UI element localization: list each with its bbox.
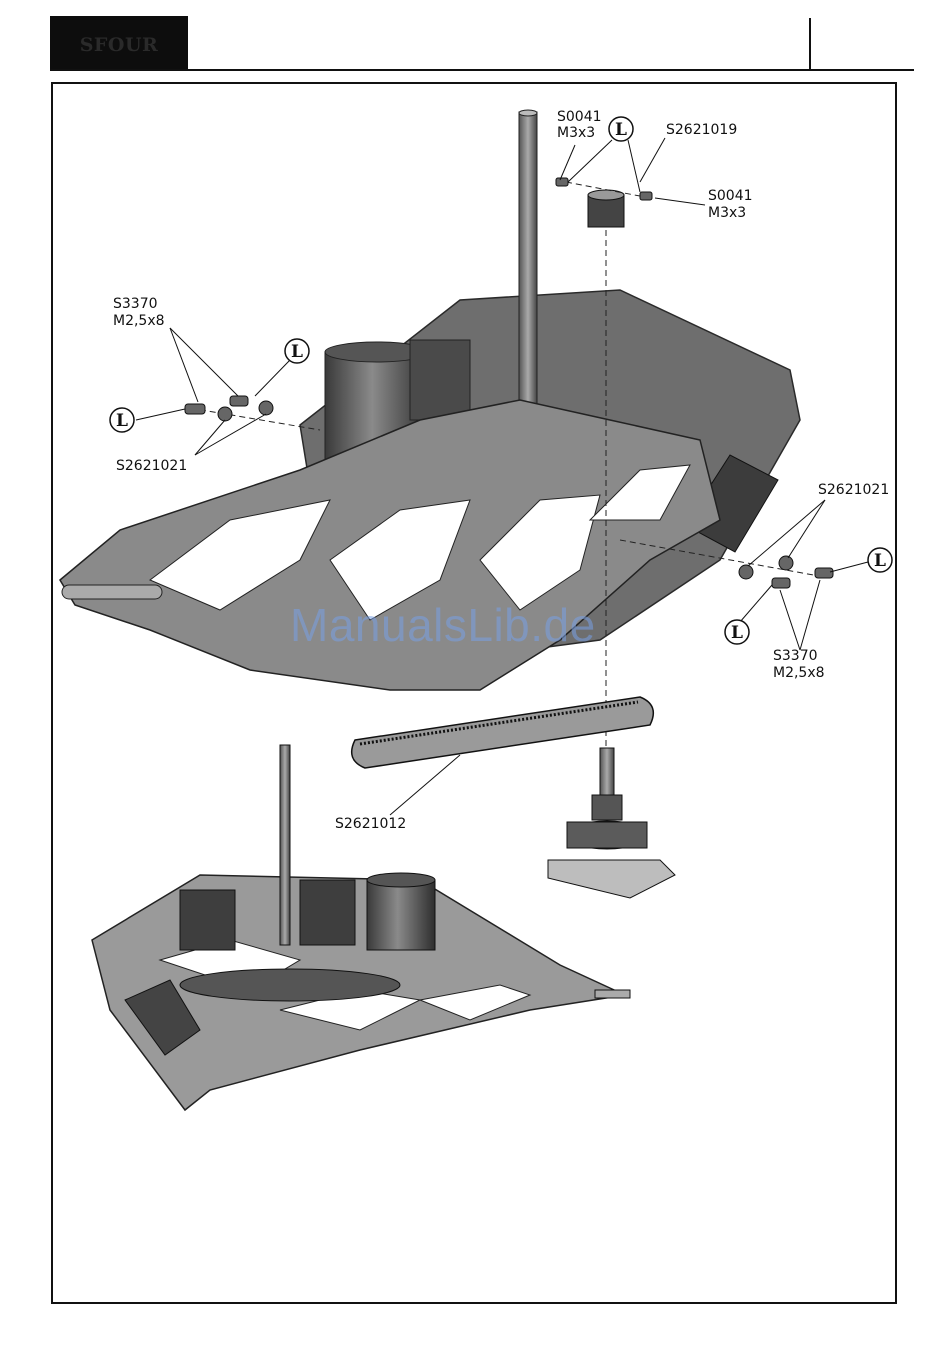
main-shaft bbox=[519, 110, 537, 432]
svg-text:S0041: S0041 bbox=[708, 188, 753, 204]
svg-text:L: L bbox=[731, 623, 743, 643]
callout-s2621012: S2621012 bbox=[335, 816, 406, 832]
callout-s2621019: S2621019 bbox=[666, 122, 737, 138]
svg-text:M3x3: M3x3 bbox=[708, 205, 746, 221]
assembled-frame-view bbox=[92, 745, 630, 1110]
svg-text:M2,5x8: M2,5x8 bbox=[773, 665, 825, 681]
svg-text:S3370: S3370 bbox=[773, 648, 818, 664]
callout-s2621021-right: S2621021 bbox=[818, 482, 889, 498]
svg-text:S3370: S3370 bbox=[113, 296, 158, 312]
svg-text:S0041: S0041 bbox=[557, 109, 602, 125]
svg-text:L: L bbox=[874, 551, 886, 571]
callout-s0041-top: S0041 M3x3 bbox=[557, 109, 602, 141]
svg-text:M2,5x8: M2,5x8 bbox=[113, 313, 165, 329]
callout-s3370-right: S3370 M2,5x8 bbox=[773, 648, 825, 681]
callout-s0041-right: S0041 M3x3 bbox=[708, 188, 753, 221]
loctite-symbol-left-upper: L bbox=[285, 339, 309, 363]
watermark: ManualsLib.de bbox=[290, 598, 670, 652]
callout-s2621021-left: S2621021 bbox=[116, 458, 187, 474]
loctite-symbol-top: L bbox=[609, 117, 633, 141]
svg-text:M3x3: M3x3 bbox=[557, 125, 595, 141]
loctite-symbol-right-upper: L bbox=[868, 548, 892, 572]
svg-text:L: L bbox=[116, 411, 128, 431]
top-pulley bbox=[588, 190, 624, 227]
loctite-symbol-left-lower: L bbox=[110, 408, 134, 432]
lower-pulley-assembly bbox=[548, 748, 675, 898]
svg-text:L: L bbox=[291, 342, 303, 362]
loctite-symbol-right-lower: L bbox=[725, 620, 749, 644]
svg-text:L: L bbox=[615, 120, 627, 140]
callout-s3370-left: S3370 M2,5x8 bbox=[113, 296, 165, 329]
